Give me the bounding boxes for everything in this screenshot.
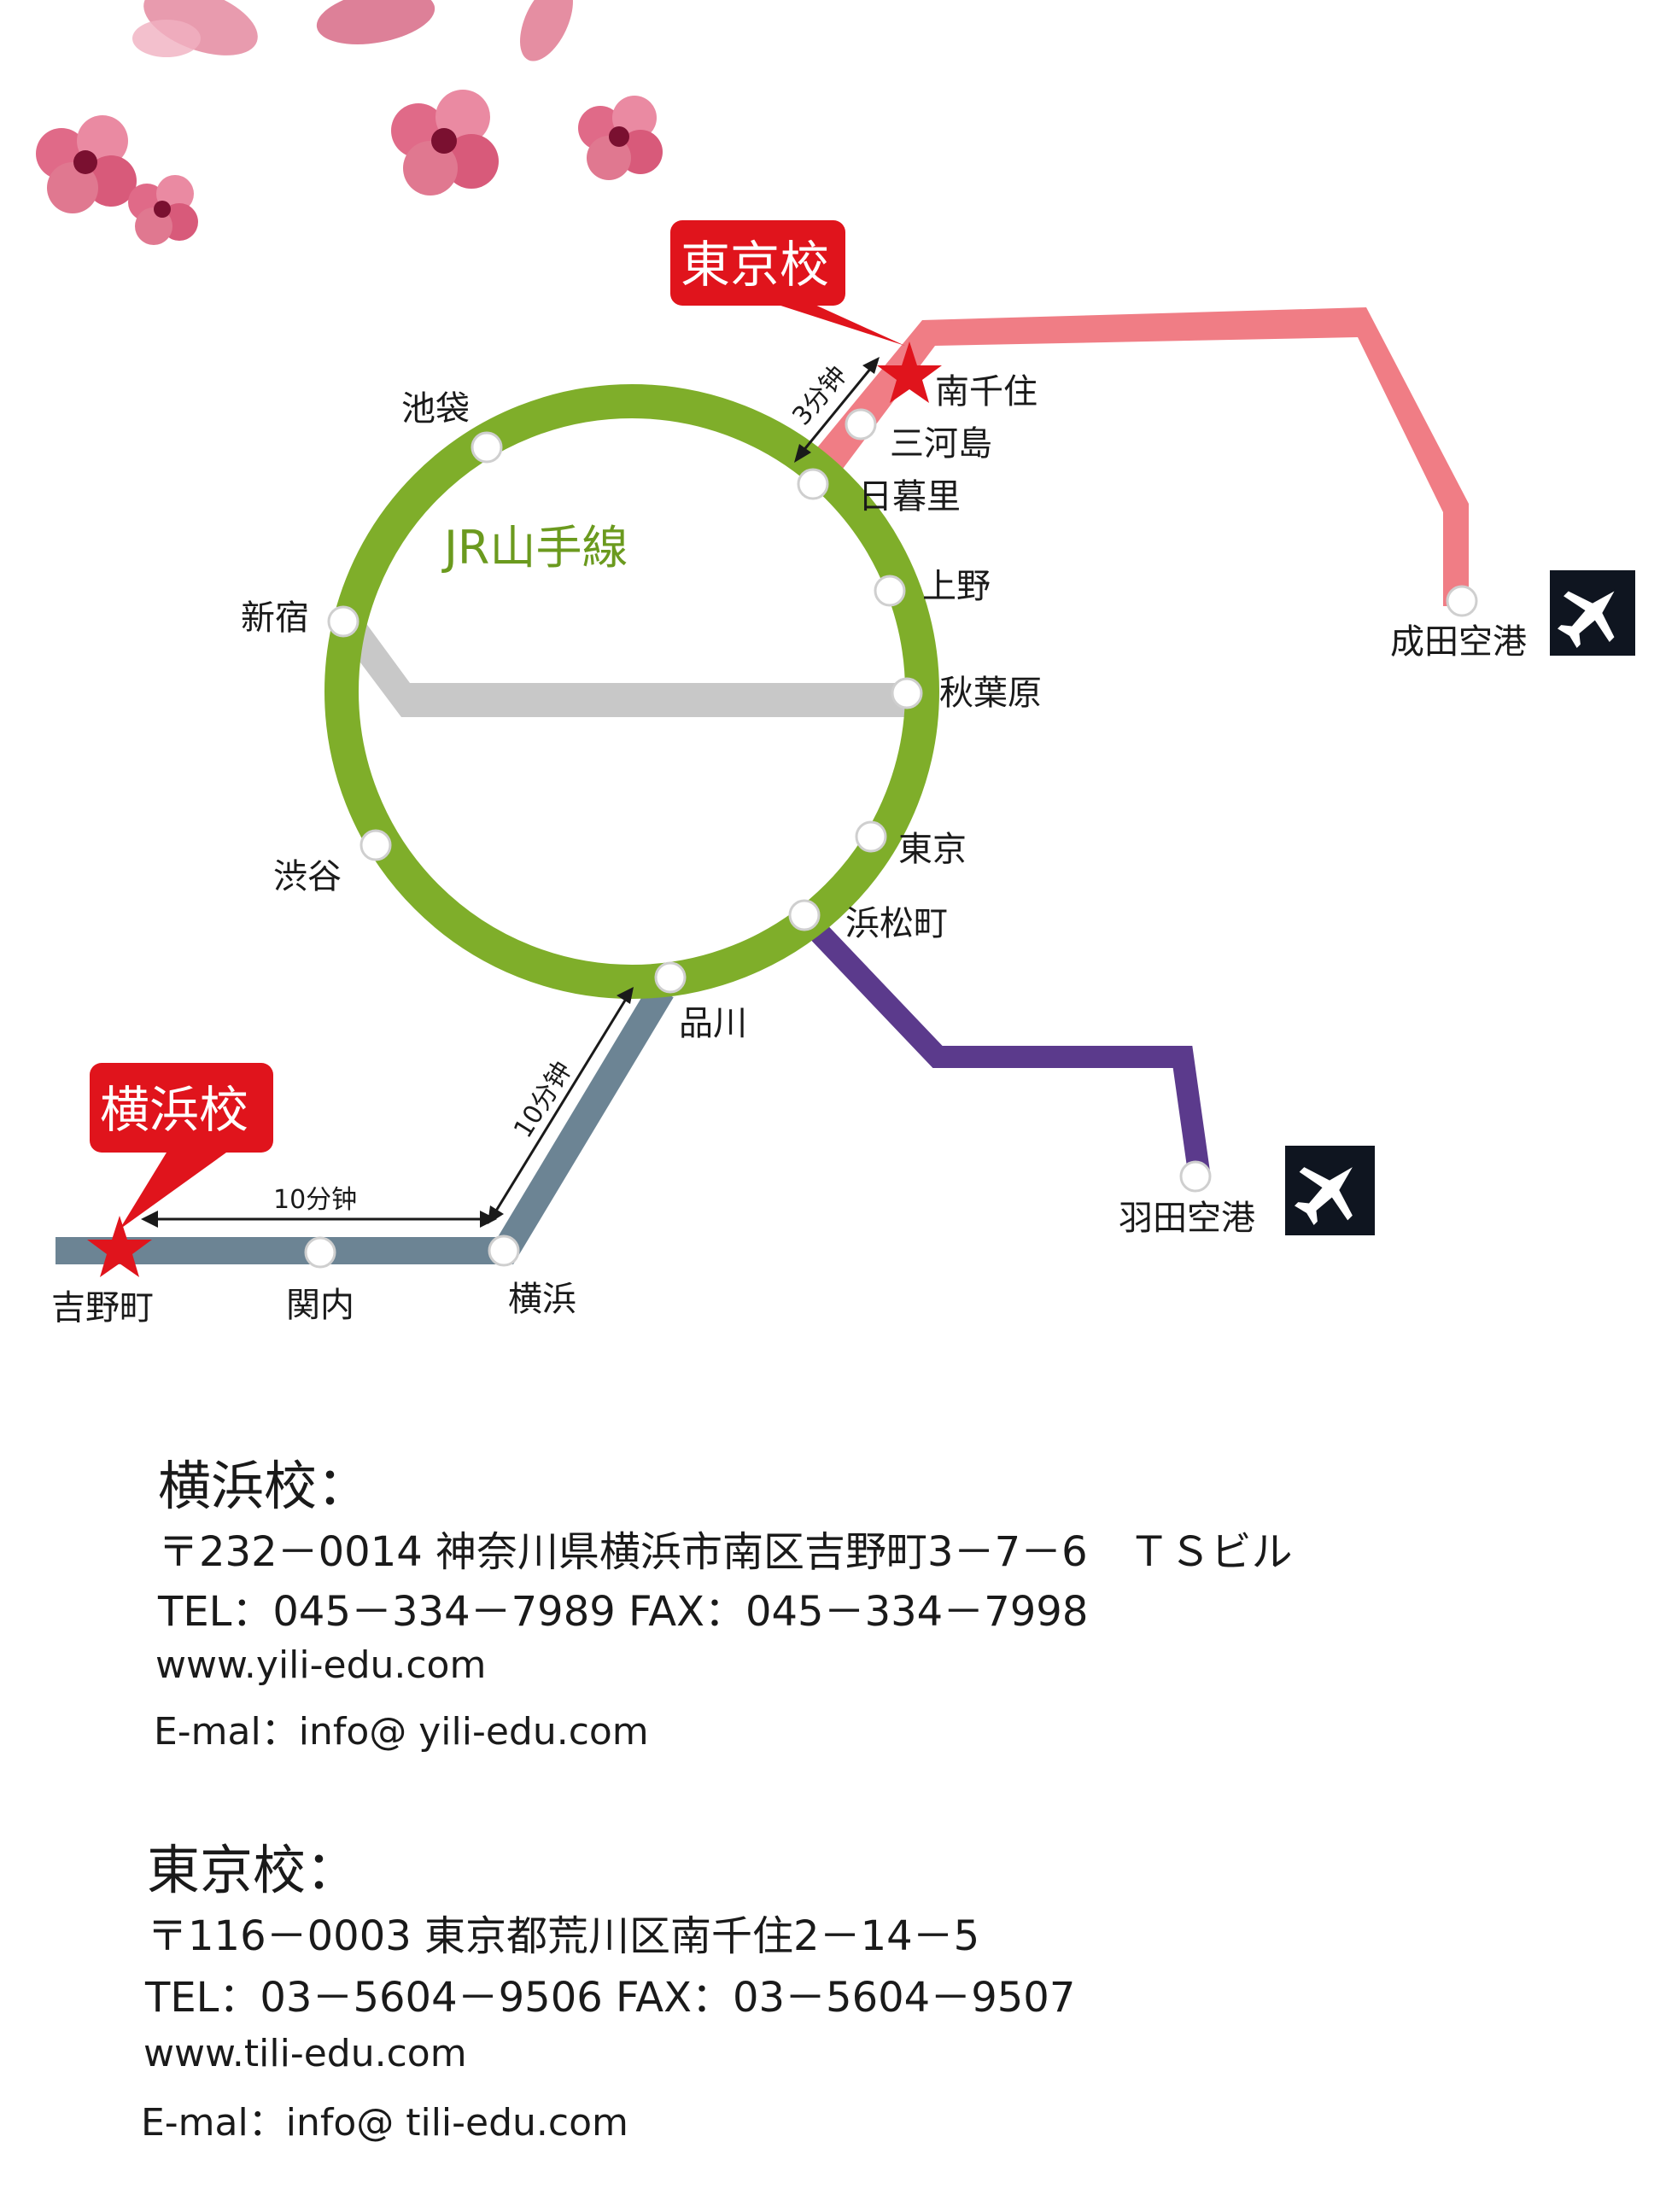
contact-email[interactable]: E-mal：info@ yili-edu.com: [154, 1710, 649, 1754]
station-label-shinjuku: 新宿: [241, 598, 309, 638]
station-label-yokohama: 横浜: [508, 1280, 576, 1319]
flower-icon: [316, 0, 435, 44]
station-label-haneda: 羽田空港: [1119, 1199, 1255, 1238]
star-icon: [87, 1216, 152, 1277]
station-dot: [1179, 1160, 1212, 1193]
callout-tokyo-school: 東京校: [670, 220, 905, 346]
contact-title: 横浜校：: [158, 1455, 371, 1517]
route-map: JR山手線 3分钟 10分钟 10分钟 東京校: [36, 0, 1635, 1328]
airplane-icon: [1550, 570, 1635, 656]
station-dot: [359, 829, 392, 861]
station-dot: [845, 408, 877, 441]
station-dot: [488, 1234, 520, 1267]
station-dot: [327, 605, 359, 638]
airplane-icon: [1285, 1146, 1375, 1235]
station-dot: [1446, 585, 1478, 617]
flower-icon: [128, 175, 198, 245]
contact-address: 〒116－0003 東京都荒川区南千住2－14－5: [147, 1912, 980, 1960]
station-label-minamisenju: 南千住: [935, 372, 1038, 411]
station-label-ikebukuro: 池袋: [401, 389, 470, 429]
station-dot: [654, 961, 687, 994]
contact-phone: TEL：045－334－7989 FAX：045－334－7998: [158, 1588, 1089, 1636]
flower-icon: [520, 0, 573, 61]
station-dot: [874, 575, 906, 607]
contact-website[interactable]: www.tili-edu.com: [143, 2032, 467, 2075]
contact-address: 〒232－0014 神奈川県横浜市南区吉野町3－7－6 ＴＳビル: [158, 1528, 1293, 1576]
station-label-hamamatsucho: 浜松町: [845, 904, 948, 943]
station-label-akihabara: 秋葉原: [939, 674, 1042, 713]
station-dot: [797, 468, 829, 500]
station-label-shibuya: 渋谷: [273, 857, 342, 896]
yokohama-school-callout-label: 横浜校: [100, 1081, 248, 1139]
line-chuo: [337, 619, 905, 717]
station-label-narita: 成田空港: [1390, 622, 1527, 662]
station-label-nippori: 日暮里: [858, 477, 961, 517]
station-label-ueno: 上野: [922, 567, 991, 606]
travel-time-label: 10分钟: [273, 1185, 357, 1215]
flower-icon: [391, 90, 499, 196]
callout-yokohama-school: 横浜校: [90, 1063, 273, 1229]
line-monorail: [794, 908, 1211, 1180]
station-dot: [788, 899, 821, 931]
flower-icon: [132, 0, 258, 57]
station-dot: [471, 431, 503, 464]
contact-phone: TEL：03－5604－9506 FAX：03－5604－9507: [145, 1974, 1076, 2022]
station-label-kannai: 関内: [286, 1286, 354, 1325]
line-name-label: JR山手線: [441, 521, 628, 575]
station-dot: [304, 1236, 336, 1269]
contact-title: 東京校：: [147, 1839, 359, 1901]
station-label-shinagawa: 品川: [679, 1004, 747, 1043]
tokyo-school-callout-label: 東京校: [681, 236, 829, 294]
contact-email[interactable]: E-mal：info@ tili-edu.com: [141, 2101, 628, 2145]
station-label-tokyo: 東京: [898, 830, 967, 869]
flower-icon: [36, 115, 137, 213]
station-dot: [855, 820, 887, 853]
contact-website[interactable]: www.yili-edu.com: [155, 1643, 487, 1687]
flower-icon: [578, 96, 663, 180]
station-dots: [304, 408, 1478, 1269]
travel-time-arrow: [141, 357, 880, 1228]
cherry-blossom-decoration: [36, 0, 663, 245]
station-label-yoshinocho: 吉野町: [51, 1288, 154, 1328]
star-icon: [877, 341, 942, 403]
station-label-mikawashima: 三河島: [890, 424, 992, 464]
station-dot: [891, 677, 923, 709]
